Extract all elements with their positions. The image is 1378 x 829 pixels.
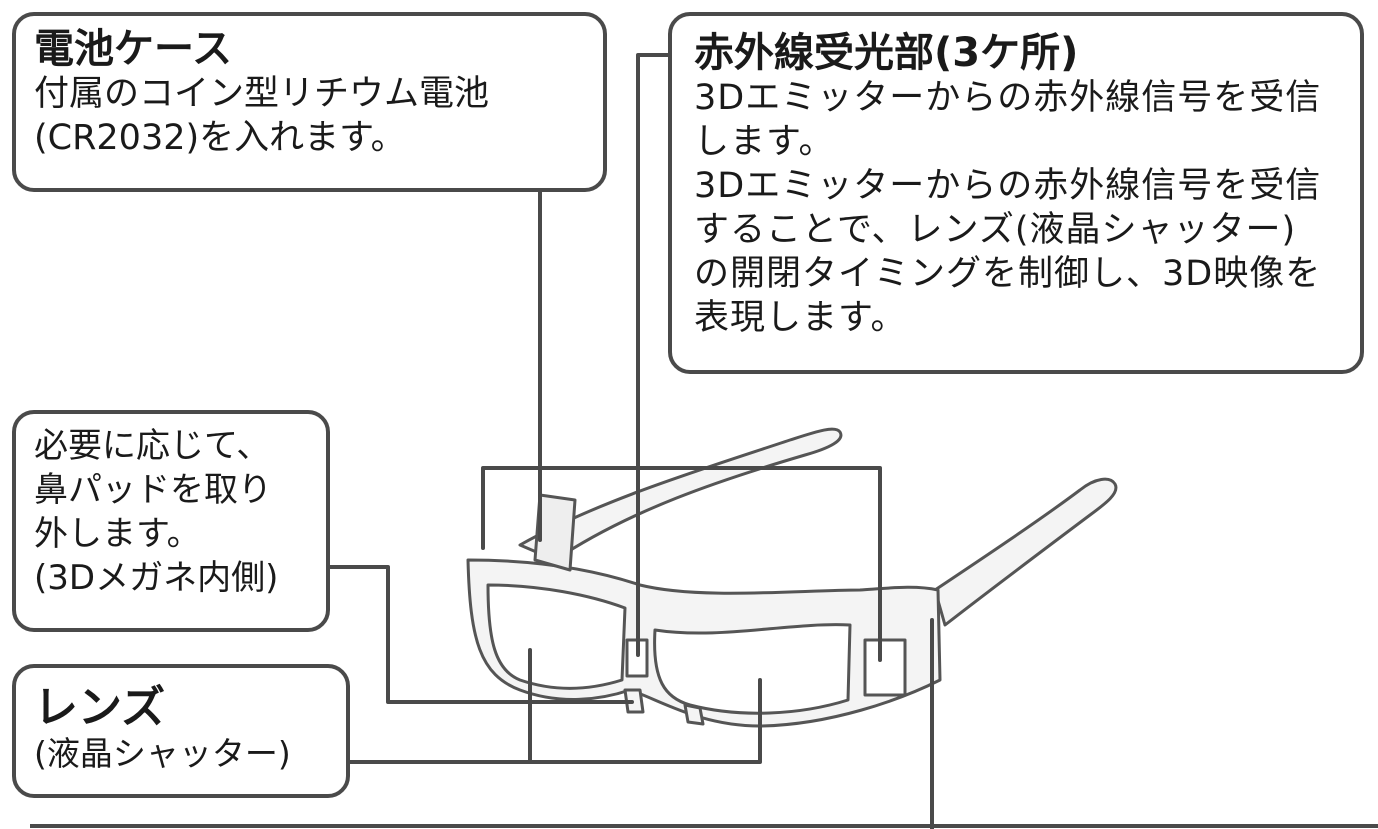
right-lens (653, 623, 852, 715)
nose-pad-line-4: (3Dメガネ内側) (34, 558, 279, 598)
nose-pad-line-2: 鼻パッドを取り (34, 470, 272, 510)
right-temple-arm (933, 477, 1118, 627)
ir-receiver-line-2: します。 (694, 122, 835, 162)
nose-pad-right (683, 703, 705, 726)
ir-receiver-line-5: の開閉タイミングを制御し、3D映像を (694, 254, 1322, 294)
3d-glasses-illustration (466, 427, 1118, 728)
nose-pad-left (623, 688, 645, 714)
ir-receiver-line-1: 3Dエミッターからの赤外線信号を受信 (694, 78, 1322, 118)
battery-case-line-1: 付属のコイン型リチウム電池 (34, 74, 490, 114)
nose-pad-callout: 必要に応じて、 鼻パッドを取り 外します。 (3Dメガネ内側) (12, 410, 330, 632)
ir-leader-top (636, 53, 670, 657)
battery-case-title: 電池ケース (34, 26, 232, 72)
lens-title: レンズ (34, 682, 166, 733)
battery-housing (533, 493, 577, 572)
ir-receiver-title: 赤外線受光部(3ケ所) (694, 30, 1079, 76)
lens-subtitle: (液晶シャッター) (34, 734, 291, 773)
ir-receiver-line-6: 表現します。 (694, 298, 907, 338)
side-sensor-window (863, 638, 907, 697)
leader-lines (328, 53, 934, 829)
left-lens (486, 583, 627, 690)
ir-receiver-callout: 赤外線受光部(3ケ所) 3Dエミッターからの赤外線信号を受信 します。 3Dエミ… (668, 12, 1364, 374)
ir-receiver-description: 3Dエミッターからの赤外線信号を受信 します。 3Dエミッターからの赤外線信号を… (694, 76, 1338, 340)
ir-bracket (481, 466, 882, 662)
nose-pad-description: 必要に応じて、 鼻パッドを取り 外します。 (3Dメガネ内側) (34, 424, 308, 600)
nose-pad-line-3: 外します。 (34, 514, 201, 554)
nosepad-leader (328, 565, 634, 704)
ir-receiver-line-3: 3Dエミッターからの赤外線信号を受信 (694, 166, 1322, 206)
battery-case-callout: 電池ケース 付属のコイン型リチウム電池 (CR2032)を入れます。 (12, 12, 607, 192)
lens-callout: レンズ (液晶シャッター) (12, 664, 350, 798)
ir-receiver-line-4: することで、レンズ(液晶シャッター) (694, 210, 1297, 250)
battery-case-line-2: (CR2032)を入れます。 (34, 118, 406, 158)
left-temple-arm (518, 427, 843, 562)
nose-pad-line-1: 必要に応じて、 (34, 426, 271, 466)
battery-case-description: 付属のコイン型リチウム電池 (CR2032)を入れます。 (34, 72, 585, 160)
lens-leader (348, 678, 762, 764)
